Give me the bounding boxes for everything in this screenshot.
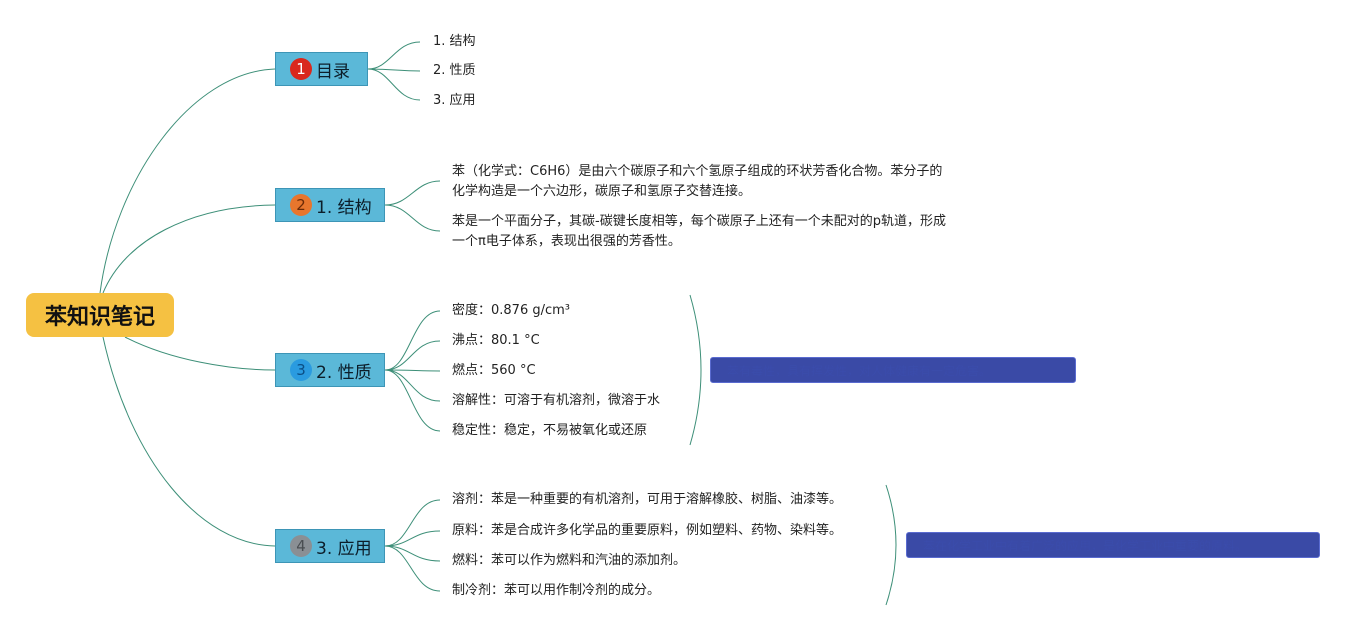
connector-prop-1	[384, 310, 441, 371]
connector-prop-2	[384, 340, 441, 371]
connector-prop-4	[384, 369, 441, 402]
toc-item-2[interactable]: 2. 性质	[433, 63, 476, 78]
property-stability[interactable]: 稳定性：稳定，不易被氧化或还原	[452, 423, 648, 438]
applications-summary-box[interactable]: 苯在化学工业中有着广泛的应用，是化学工业中重要的原料。	[906, 532, 1320, 558]
structure-paragraph-2[interactable]: 苯是一个平面分子，其碳-碳键长度相等，每个碳原子上还有一个未配对的p轨道，形成一…	[452, 214, 946, 249]
property-ignition-point[interactable]: 燃点：560 °C	[452, 363, 536, 378]
application-refrigerant[interactable]: 制冷剂：苯可以用作制冷剂的成分。	[452, 583, 661, 598]
branch-label: 1. 结构	[316, 197, 372, 218]
connector-prop-5	[384, 369, 441, 432]
connector-structure-para-1	[384, 180, 441, 206]
branch-node-properties[interactable]: 3 2. 性质	[275, 353, 385, 387]
connector-root-applications	[102, 336, 276, 547]
branch-node-applications[interactable]: 4 3. 应用	[275, 529, 385, 563]
connector-root-properties	[124, 336, 276, 371]
number-badge-2: 2	[290, 194, 312, 216]
root-node[interactable]: 苯知识笔记	[26, 293, 174, 337]
connector-app-1	[384, 499, 441, 547]
number-badge-1: 1	[290, 58, 312, 80]
root-title: 苯知识笔记	[44, 305, 155, 330]
connector-toc-item-3	[367, 68, 421, 101]
connector-app-3	[384, 545, 441, 562]
property-solubility[interactable]: 溶解性：可溶于有机溶剂，微溶于水	[452, 393, 661, 408]
properties-summary-box[interactable]: 苯有毒性，具有挥发性，对人体健康有一定危害。	[710, 357, 1076, 383]
connector-root-structure	[102, 204, 276, 294]
application-solvent[interactable]: 溶剂：苯是一种重要的有机溶剂，可用于溶解橡胶、树脂、油漆等。	[452, 492, 843, 507]
number-badge-4: 4	[290, 535, 312, 557]
branch-label: 目录	[316, 61, 350, 82]
property-density[interactable]: 密度：0.876 g/cm³	[452, 303, 571, 318]
branch-label: 3. 应用	[316, 538, 372, 559]
connector-toc-item-2	[367, 68, 421, 72]
applications-summary-text: 苯在化学工业中有着广泛的应用，是化学工业中重要的原料。	[923, 538, 1248, 553]
connector-app-4	[384, 545, 441, 592]
number-badge-3: 3	[290, 359, 312, 381]
connector-structure-para-2	[384, 204, 441, 232]
applications-summary-brace	[885, 484, 897, 606]
properties-summary-text: 苯有毒性，具有挥发性，对人体健康有一定危害。	[727, 363, 992, 378]
application-raw-material[interactable]: 原料：苯是合成许多化学品的重要原料，例如塑料、药物、染料等。	[452, 523, 843, 538]
branch-node-structure[interactable]: 2 1. 结构	[275, 188, 385, 222]
branch-node-toc[interactable]: 1 目录	[275, 52, 368, 86]
application-fuel[interactable]: 燃料：苯可以作为燃料和汽油的添加剂。	[452, 553, 687, 568]
properties-summary-brace	[689, 294, 702, 446]
connector-root-toc	[99, 68, 276, 294]
connector-app-2	[384, 530, 441, 547]
toc-item-3[interactable]: 3. 应用	[433, 93, 476, 108]
structure-paragraph-1[interactable]: 苯（化学式：C6H6）是由六个碳原子和六个氢原子组成的环状芳香化合物。苯分子的化…	[452, 164, 943, 199]
connector-toc-item-1	[367, 41, 421, 70]
property-boiling-point[interactable]: 沸点：80.1 °C	[452, 333, 540, 348]
branch-label: 2. 性质	[316, 362, 372, 383]
connector-prop-3	[384, 369, 441, 372]
toc-item-1[interactable]: 1. 结构	[433, 34, 476, 49]
